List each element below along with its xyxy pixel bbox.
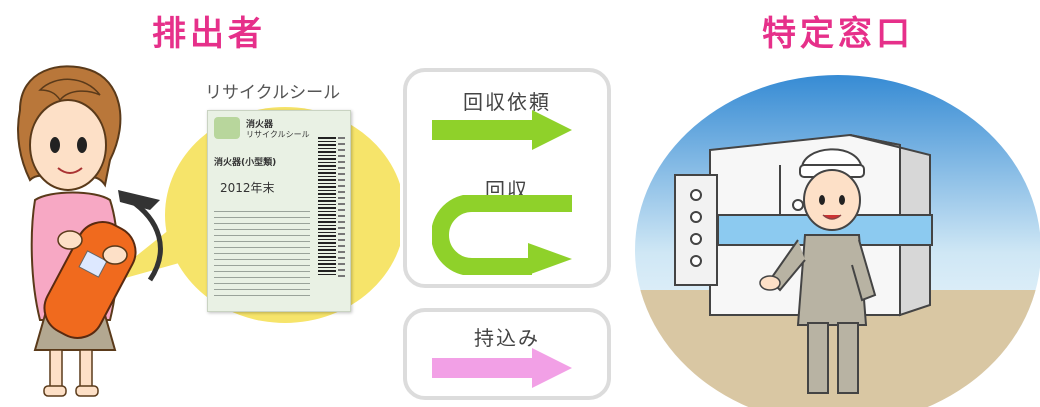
recycle-sticker-card: 消火器 リサイクルシール 消火器(小型類) 2012年末 xyxy=(207,110,351,312)
sticker-barcode-digits xyxy=(338,137,345,277)
bring-in-arrow xyxy=(432,348,572,388)
sticker-product-label: 消火器(小型類) xyxy=(214,158,277,168)
sticker-fine-print xyxy=(214,206,310,296)
window-illustration xyxy=(635,75,1040,407)
collection-request-label: 回収依頼 xyxy=(463,90,551,114)
collection-request-arrow xyxy=(432,110,572,150)
worker-figure xyxy=(759,148,877,394)
sticker-barcode xyxy=(318,137,336,277)
window-title: 特定窓口 xyxy=(762,14,914,54)
bring-in-label: 持込み xyxy=(474,326,540,350)
sticker-brand-line2: リサイクルシール xyxy=(246,130,310,139)
collection-return-arrow xyxy=(432,195,572,275)
bring-in-flow-box xyxy=(403,308,611,400)
recycle-logo-icon xyxy=(214,117,240,139)
discharger-title: 排出者 xyxy=(152,14,266,54)
sticker-brand-line1: 消火器 xyxy=(246,120,274,130)
sticker-caption: リサイクルシール xyxy=(205,83,341,103)
sticker-year: 2012年末 xyxy=(220,181,275,195)
